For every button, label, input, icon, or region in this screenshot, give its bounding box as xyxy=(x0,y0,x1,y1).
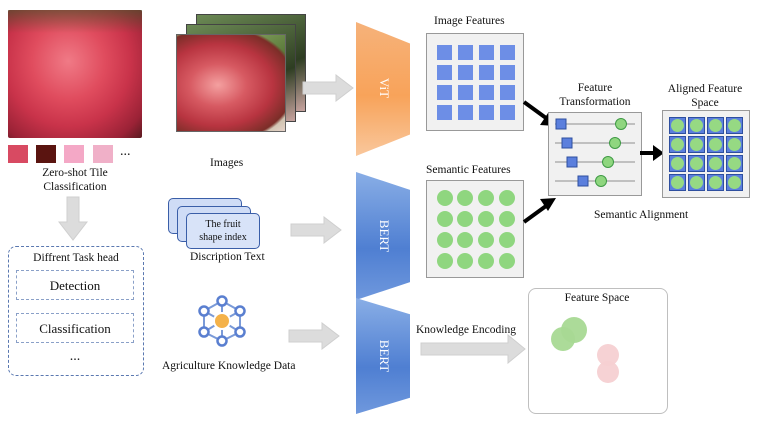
feature-square xyxy=(479,65,494,80)
aligned-cell xyxy=(688,174,705,191)
tile-thumbnail xyxy=(93,145,113,163)
feature-square xyxy=(479,45,494,60)
bert-text-encoder: BERT xyxy=(356,172,410,300)
tile-ellipsis: ... xyxy=(120,144,131,159)
feature-square xyxy=(437,65,452,80)
feature-square xyxy=(500,45,515,60)
semantic-features-label: Semantic Features xyxy=(426,164,511,176)
bert-knowledge-label: BERT xyxy=(377,339,393,373)
aligned-cell xyxy=(688,155,705,172)
aligned-cell xyxy=(707,136,724,153)
feature-square xyxy=(500,65,515,80)
tile-thumbnail xyxy=(64,145,84,163)
aligned-cell xyxy=(688,117,705,134)
feature-dot xyxy=(499,211,515,227)
text-card-line2: shape index xyxy=(199,232,247,243)
feature-transformation-line1: Feature xyxy=(577,82,613,94)
feature-dot xyxy=(499,253,515,269)
aligned-cell xyxy=(726,174,743,191)
aligned-cell xyxy=(707,174,724,191)
semantic-features-grid xyxy=(426,180,524,278)
description-text-label: Discription Text xyxy=(190,251,265,263)
tile-thumbnail xyxy=(8,145,28,163)
text-card-front: The fruit shape index xyxy=(186,213,260,249)
arrow-text-to-bert xyxy=(290,216,342,244)
aligned-feature-line2: Space xyxy=(691,97,719,109)
feature-dot xyxy=(437,211,453,227)
zero-shot-label-line2: Classification xyxy=(43,181,107,193)
task-classification-box xyxy=(16,313,134,343)
feature-transformation-line2: Transformation xyxy=(559,96,631,108)
feature-square xyxy=(437,45,452,60)
arrow-knowledge-encoding xyxy=(420,334,526,364)
feature-dot xyxy=(499,190,515,206)
aligned-cell xyxy=(669,174,686,191)
aligned-cell xyxy=(707,117,724,134)
feature-dot xyxy=(457,232,473,248)
task-head-title: Diffrent Task head xyxy=(33,252,119,264)
images-label: Images xyxy=(210,157,244,169)
aligned-cell xyxy=(726,117,743,134)
bert-knowledge-encoder: BERT xyxy=(356,298,410,414)
aligned-cell xyxy=(669,117,686,134)
transformation-sliders xyxy=(555,118,635,187)
aligned-cell xyxy=(707,155,724,172)
feature-square xyxy=(479,105,494,120)
feature-space-clusters xyxy=(551,317,619,383)
task-head-box xyxy=(8,246,144,376)
feature-dot xyxy=(437,253,453,269)
feature-dot xyxy=(457,253,473,269)
semantic-alignment-label: Semantic Alignment xyxy=(594,209,689,221)
apple-photo-large xyxy=(8,10,142,138)
feature-dot xyxy=(478,253,494,269)
feature-square xyxy=(500,105,515,120)
feature-dot xyxy=(457,211,473,227)
vit-label: ViT xyxy=(377,77,393,99)
task-detection-label: Detection xyxy=(49,278,101,293)
feature-dot xyxy=(437,232,453,248)
apple-image xyxy=(176,34,286,132)
arrow-knowledge-to-bert xyxy=(288,322,340,350)
aligned-cell xyxy=(726,155,743,172)
aligned-feature-grid xyxy=(662,110,750,198)
arrow-transform-to-aligned xyxy=(640,145,664,161)
feature-dot xyxy=(457,190,473,206)
arrow-semantic-to-transform xyxy=(522,198,556,224)
vit-encoder: ViT xyxy=(356,22,410,156)
feature-dot xyxy=(499,232,515,248)
tile-thumbnail xyxy=(36,145,56,163)
zero-shot-label-line1: Zero-shot Tile xyxy=(42,167,108,179)
text-card-line1: The fruit xyxy=(205,219,241,230)
bert-text-label: BERT xyxy=(377,219,393,253)
aligned-cell xyxy=(669,136,686,153)
feature-transformation-box xyxy=(548,112,642,196)
aligned-cell xyxy=(726,136,743,153)
aligned-cell xyxy=(688,136,705,153)
feature-dot xyxy=(478,190,494,206)
agri-knowledge-label: Agriculture Knowledge Data xyxy=(162,360,296,372)
feature-space-label: Feature Space xyxy=(564,292,630,304)
feature-square xyxy=(458,85,473,100)
feature-square xyxy=(500,85,515,100)
down-arrow xyxy=(58,196,88,241)
feature-square xyxy=(437,85,452,100)
feature-square xyxy=(458,65,473,80)
feature-square xyxy=(479,85,494,100)
feature-square xyxy=(458,105,473,120)
image-features-label: Image Features xyxy=(434,15,505,27)
feature-square xyxy=(437,105,452,120)
task-detection-box xyxy=(16,270,134,300)
knowledge-encoding-label: Knowledge Encoding xyxy=(416,324,516,336)
feature-dot xyxy=(478,232,494,248)
arrow-images-to-vit xyxy=(302,74,354,102)
network-graph-icon xyxy=(198,295,246,347)
task-classification-label: Classification xyxy=(39,321,111,336)
task-ellipsis: ... xyxy=(69,349,81,364)
aligned-cell xyxy=(669,155,686,172)
feature-square xyxy=(458,45,473,60)
feature-dot xyxy=(437,190,453,206)
image-features-grid xyxy=(426,33,524,131)
feature-dot xyxy=(478,211,494,227)
aligned-feature-line1: Aligned Feature xyxy=(667,83,743,95)
